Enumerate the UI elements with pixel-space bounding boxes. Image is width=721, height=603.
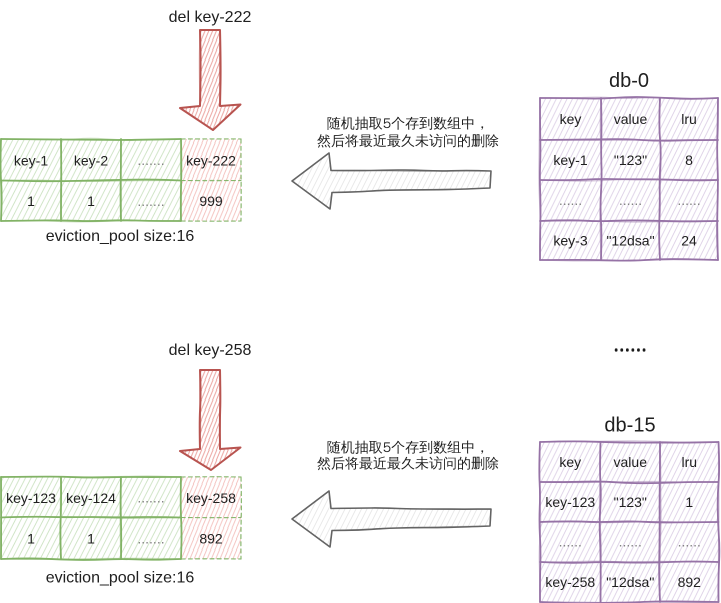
svg-text:......: ...... bbox=[677, 192, 700, 208]
svg-text:"123": "123" bbox=[614, 152, 647, 168]
svg-text:......: ...... bbox=[678, 534, 701, 550]
svg-text:.......: ....... bbox=[137, 152, 164, 168]
svg-text:24: 24 bbox=[681, 233, 697, 249]
svg-text:key-2: key-2 bbox=[74, 152, 108, 168]
svg-text:db-15: db-15 bbox=[604, 415, 655, 437]
svg-text:key-3: key-3 bbox=[553, 233, 587, 249]
svg-text:key-1: key-1 bbox=[553, 152, 587, 168]
svg-text:key-1: key-1 bbox=[14, 152, 48, 168]
svg-text:1: 1 bbox=[87, 193, 95, 209]
svg-text:value: value bbox=[614, 454, 648, 470]
svg-text:1: 1 bbox=[685, 494, 693, 510]
svg-text:.......: ....... bbox=[137, 489, 164, 505]
svg-text:key-222: key-222 bbox=[186, 152, 236, 168]
svg-text:.......: ....... bbox=[137, 530, 164, 546]
svg-text:key-258: key-258 bbox=[545, 574, 595, 590]
svg-text:key-123: key-123 bbox=[545, 494, 595, 510]
svg-text:key-258: key-258 bbox=[186, 490, 236, 506]
svg-text:lru: lru bbox=[681, 454, 697, 470]
svg-text:......: ...... bbox=[559, 534, 582, 550]
svg-text:.......: ....... bbox=[137, 193, 164, 209]
svg-text:......: ...... bbox=[559, 192, 582, 208]
svg-text:lru: lru bbox=[681, 111, 697, 127]
svg-text:key: key bbox=[560, 111, 582, 127]
svg-text:key: key bbox=[559, 454, 581, 470]
svg-text:eviction_pool size:16: eviction_pool size:16 bbox=[46, 228, 195, 245]
svg-text:key-124: key-124 bbox=[66, 490, 116, 506]
svg-text:"123": "123" bbox=[614, 494, 647, 510]
svg-text:999: 999 bbox=[199, 193, 223, 209]
svg-text:1: 1 bbox=[27, 193, 35, 209]
svg-text:892: 892 bbox=[678, 574, 702, 590]
svg-text:eviction_pool size:16: eviction_pool size:16 bbox=[46, 570, 195, 587]
svg-text:......: ...... bbox=[619, 534, 642, 550]
svg-text:key-123: key-123 bbox=[6, 490, 56, 506]
svg-text:value: value bbox=[614, 111, 648, 127]
svg-text:del key-258: del key-258 bbox=[169, 342, 252, 359]
svg-text:db-0: db-0 bbox=[609, 70, 649, 92]
svg-text:"12dsa": "12dsa" bbox=[606, 233, 654, 249]
svg-text:1: 1 bbox=[27, 530, 35, 546]
svg-text:del key-222: del key-222 bbox=[169, 9, 252, 26]
svg-text:1: 1 bbox=[87, 530, 95, 546]
svg-text:"12dsa": "12dsa" bbox=[606, 574, 654, 590]
svg-text:......: ...... bbox=[619, 192, 642, 208]
svg-text:8: 8 bbox=[685, 152, 693, 168]
svg-text:892: 892 bbox=[199, 530, 223, 546]
